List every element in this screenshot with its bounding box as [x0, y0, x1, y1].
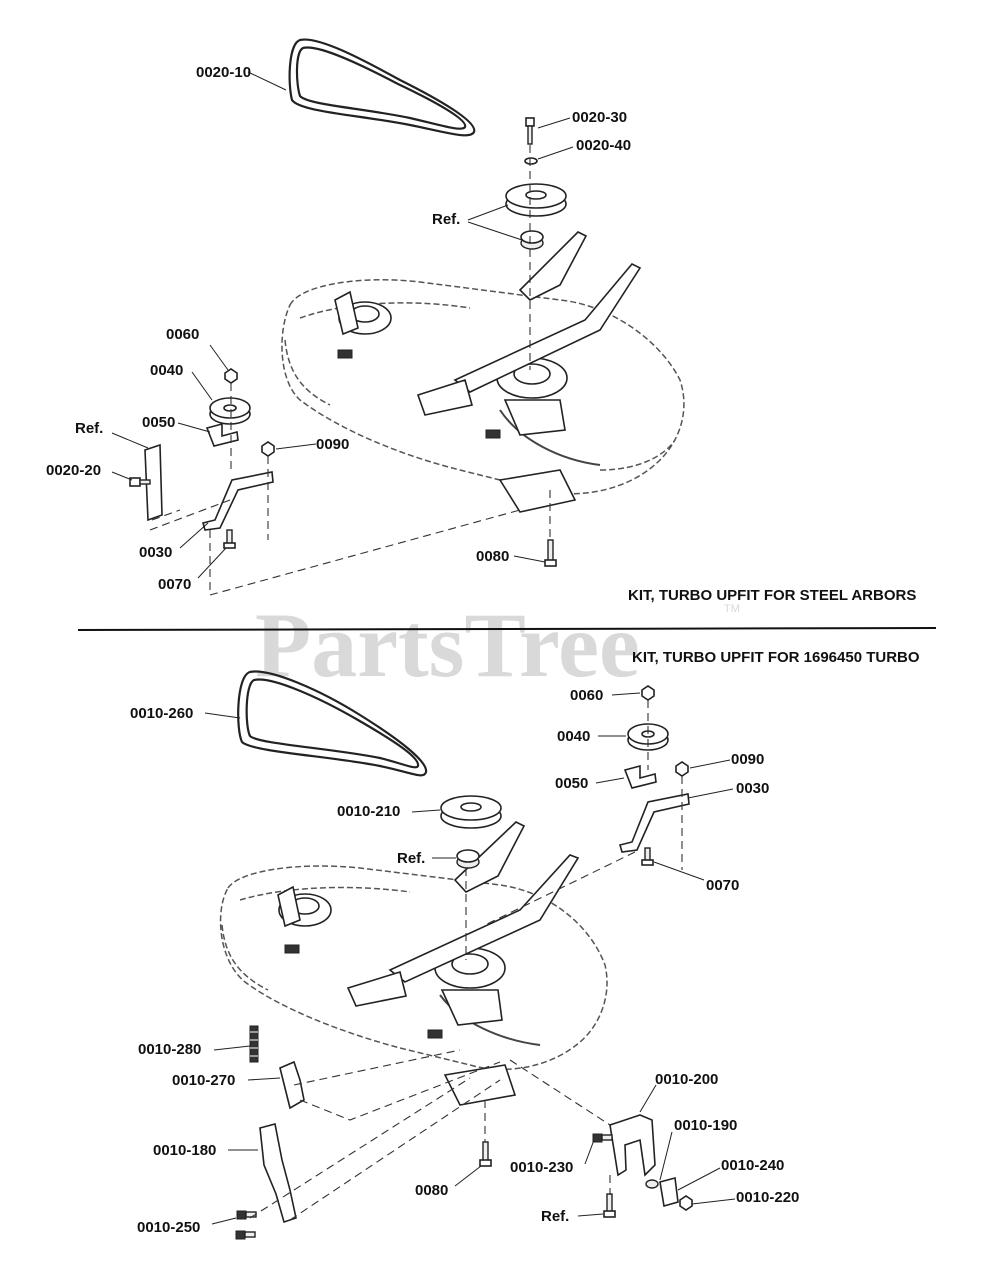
label-0070-bottom: 0070: [706, 877, 739, 894]
label-ref-top-pulley: Ref.: [432, 211, 460, 228]
bottom-assembly: KIT, TURBO UPFIT FOR 1696450 TURBO: [130, 649, 920, 1240]
assembly-lines-top: [149, 383, 551, 596]
top-assembly: 0020-10 0020-30 0020-40 Ref. 0060 0040 R…: [46, 38, 916, 604]
idler-arm-0030-bottom[interactable]: [619, 793, 690, 853]
nut-0090[interactable]: [261, 441, 275, 457]
mower-deck-top: [281, 231, 685, 513]
label-ref-bottom-bolt: Ref.: [541, 1208, 569, 1225]
nut-0060[interactable]: [224, 368, 238, 384]
belt-0020-10[interactable]: [288, 38, 476, 137]
label-0010-220: 0010-220: [736, 1189, 799, 1206]
watermark: PartsTree: [255, 594, 640, 696]
label-0030: 0030: [139, 544, 172, 561]
label-0010-180: 0010-180: [153, 1142, 216, 1159]
bracket-0010-240[interactable]: [659, 1176, 679, 1208]
label-0060-bottom: 0060: [570, 687, 603, 704]
nut-0090-bottom[interactable]: [675, 761, 689, 777]
section-title-steel-arbors: KIT, TURBO UPFIT FOR STEEL ARBORS: [628, 587, 916, 604]
bracket-0010-270[interactable]: [279, 1060, 305, 1110]
bolt-0080[interactable]: [544, 539, 557, 567]
label-0010-240: 0010-240: [721, 1157, 784, 1174]
bolt-0010-230[interactable]: [592, 1133, 613, 1143]
label-0030-bottom: 0030: [736, 780, 769, 797]
label-0050: 0050: [142, 414, 175, 431]
pulley-0010-210[interactable]: [440, 795, 502, 829]
bracket-ref-left[interactable]: [144, 443, 163, 522]
label-0020-20: 0020-20: [46, 462, 101, 479]
label-0010-200: 0010-200: [655, 1071, 718, 1088]
label-ref-left-bracket: Ref.: [75, 420, 103, 437]
label-0010-190: 0010-190: [674, 1117, 737, 1134]
label-0090: 0090: [316, 436, 349, 453]
label-0020-10: 0020-10: [196, 64, 251, 81]
label-0020-30: 0020-30: [572, 109, 627, 126]
plate-0010-180[interactable]: [259, 1123, 297, 1224]
bolt-0070-bottom[interactable]: [641, 847, 654, 866]
label-0010-270: 0010-270: [172, 1072, 235, 1089]
leaders-bottom: [204, 692, 736, 1225]
label-0080: 0080: [476, 548, 509, 565]
label-0040-bottom: 0040: [557, 728, 590, 745]
label-0080-bottom: 0080: [415, 1182, 448, 1199]
label-ref-bottom-bearing: Ref.: [397, 850, 425, 867]
label-0070: 0070: [158, 576, 191, 593]
bearing-bottom-ref[interactable]: [456, 849, 480, 869]
belt-0010-260[interactable]: [237, 670, 428, 777]
spacer-0010-190[interactable]: [645, 1179, 659, 1189]
bolt-0080-bottom[interactable]: [479, 1141, 492, 1167]
mower-deck-bottom: [219, 821, 608, 1106]
bolts-0010-250[interactable]: [235, 1210, 257, 1240]
label-0020-40: 0020-40: [576, 137, 631, 154]
idler-arm-0030[interactable]: [202, 471, 274, 531]
spacer-0010-280[interactable]: [249, 1025, 259, 1063]
bracket-0010-200[interactable]: [609, 1114, 656, 1177]
section-title-1696450-turbo: KIT, TURBO UPFIT FOR 1696450 TURBO: [632, 649, 920, 666]
assembly-lines-bottom: [249, 700, 683, 1221]
bolt-0020-30[interactable]: [525, 117, 535, 145]
watermark-trademark: TM: [724, 603, 740, 615]
section-divider: [77, 627, 937, 631]
idler-pulley-0040[interactable]: [209, 397, 251, 425]
label-0010-280: 0010-280: [138, 1041, 201, 1058]
bearing-top-ref[interactable]: [520, 230, 544, 250]
label-0050-bottom: 0050: [555, 775, 588, 792]
label-0010-230: 0010-230: [510, 1159, 573, 1176]
label-0090-bottom: 0090: [731, 751, 764, 768]
bracket-0050-bottom[interactable]: [623, 764, 657, 789]
pulley-top-ref[interactable]: [505, 183, 567, 217]
bolt-0020-20[interactable]: [129, 477, 151, 487]
bracket-0050[interactable]: [205, 422, 239, 447]
label-0010-210: 0010-210: [337, 803, 400, 820]
bolt-0070[interactable]: [223, 529, 236, 549]
label-0040: 0040: [150, 362, 183, 379]
leaders-top: [111, 71, 574, 579]
nut-0060-bottom[interactable]: [641, 685, 655, 701]
washer-0020-40[interactable]: [524, 157, 538, 165]
label-0060: 0060: [166, 326, 199, 343]
label-0010-260: 0010-260: [130, 705, 193, 722]
bolt-ref-bottom[interactable]: [603, 1193, 616, 1218]
label-0010-250: 0010-250: [137, 1219, 200, 1236]
nut-0010-220[interactable]: [679, 1195, 693, 1211]
